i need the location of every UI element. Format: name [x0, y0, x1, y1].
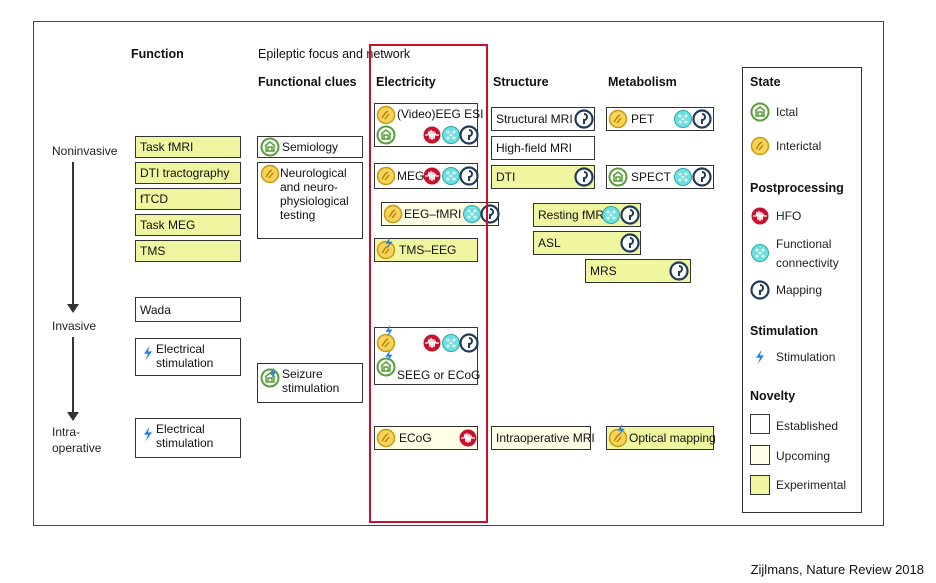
mapping-icon: [620, 233, 640, 253]
ictal-icon: [260, 137, 280, 157]
row-intraoperative-1: Intra-: [52, 425, 81, 439]
legend-interictal: Interictal: [776, 139, 822, 153]
row-invasive: Invasive: [52, 319, 97, 333]
functional-connectivity-icon: [601, 205, 621, 225]
legend-ictal: Ictal: [776, 105, 799, 119]
functional-connectivity-icon: [673, 109, 693, 129]
stimulation-icon: [614, 421, 628, 439]
legend-fc-2: connectivity: [776, 256, 839, 270]
elec-eeg-fmri: EEG–fMRI: [381, 202, 499, 226]
stimulation-icon: [140, 342, 156, 364]
arrow-down-icon: [67, 412, 79, 421]
row-arrow-1: [72, 162, 74, 310]
functional-connectivity-icon: [750, 243, 770, 263]
ictal-icon: [750, 102, 770, 122]
seizure-line-2: stimulation: [282, 381, 340, 395]
neuro-line-1: Neurological: [280, 166, 347, 180]
legend-experimental-swatch: [750, 475, 770, 495]
stimulation-icon: [266, 364, 280, 382]
function-tms: TMS: [135, 240, 241, 262]
mapping-icon: [669, 261, 689, 281]
row-noninvasive: Noninvasive: [52, 144, 118, 158]
header-function: Function: [131, 47, 184, 61]
struct-intraop-mri: Intraoperative MRI: [491, 426, 595, 450]
legend-hfo: HFO: [776, 209, 802, 223]
functional-connectivity-icon: [673, 167, 693, 187]
function-task-meg: Task MEG: [135, 214, 241, 236]
header-clues: Functional clues: [258, 75, 357, 89]
header-focus: Epileptic focus and network: [258, 47, 411, 61]
mapping-icon: [574, 109, 594, 129]
neuro-line-2: and neuro-: [280, 180, 339, 194]
interictal-icon: [608, 109, 628, 129]
es2-line-2: stimulation: [156, 436, 214, 450]
es-line-1: Electrical: [156, 342, 205, 356]
header-electricity: Electricity: [376, 75, 436, 89]
legend-fc-1: Functional: [776, 237, 832, 251]
stimulation-icon: [140, 423, 156, 445]
mapping-icon: [692, 109, 712, 129]
function-ftcd: fTCD: [135, 188, 241, 210]
struct-resting-fmri: Resting fMRI: [533, 203, 641, 227]
seizure-line-1: Seizure: [282, 367, 323, 381]
mapping-icon: [620, 205, 640, 225]
interictal-icon: [750, 136, 770, 156]
legend-state-title: State: [750, 75, 781, 89]
legend-upcoming: Upcoming: [776, 449, 831, 463]
interictal-icon: [260, 164, 280, 184]
row-arrow-2: [72, 337, 74, 417]
hfo-icon: [750, 206, 770, 226]
function-task-fmri: Task fMRI: [135, 136, 241, 158]
legend-novelty-title: Novelty: [750, 389, 796, 403]
legend-mapping: Mapping: [776, 283, 823, 297]
mapping-icon: [750, 280, 770, 300]
legend-experimental: Experimental: [776, 478, 847, 492]
legend-postprocessing-title: Postprocessing: [750, 181, 844, 195]
stimulation-icon: [752, 346, 768, 368]
row-intraoperative-2: operative: [52, 441, 102, 455]
arrow-down-icon: [67, 304, 79, 313]
legend-upcoming-swatch: [750, 445, 770, 465]
clue-semiology: Semiology: [257, 136, 363, 158]
citation: Zijlmans, Nature Review 2018: [750, 562, 924, 577]
struct-high-field-mri: High-field MRI: [491, 136, 595, 160]
es2-line-1: Electrical: [156, 422, 205, 436]
legend-established-swatch: [750, 414, 770, 434]
neuro-line-4: testing: [280, 208, 316, 222]
legend-stimulation: Stimulation: [776, 350, 836, 364]
legend-stimulation-title: Stimulation: [750, 324, 819, 338]
ictal-icon: [608, 167, 628, 187]
header-metabolism: Metabolism: [608, 75, 677, 89]
legend-established: Established: [776, 419, 839, 433]
header-structure: Structure: [493, 75, 549, 89]
es-line-2: stimulation: [156, 356, 214, 370]
function-wada: Wada: [135, 297, 241, 322]
neuro-line-3: physiological: [280, 194, 349, 208]
mapping-icon: [574, 167, 594, 187]
mapping-icon: [692, 167, 712, 187]
function-dti-tractography: DTI tractography: [135, 162, 241, 184]
electricity-highlight-frame: [369, 44, 488, 523]
